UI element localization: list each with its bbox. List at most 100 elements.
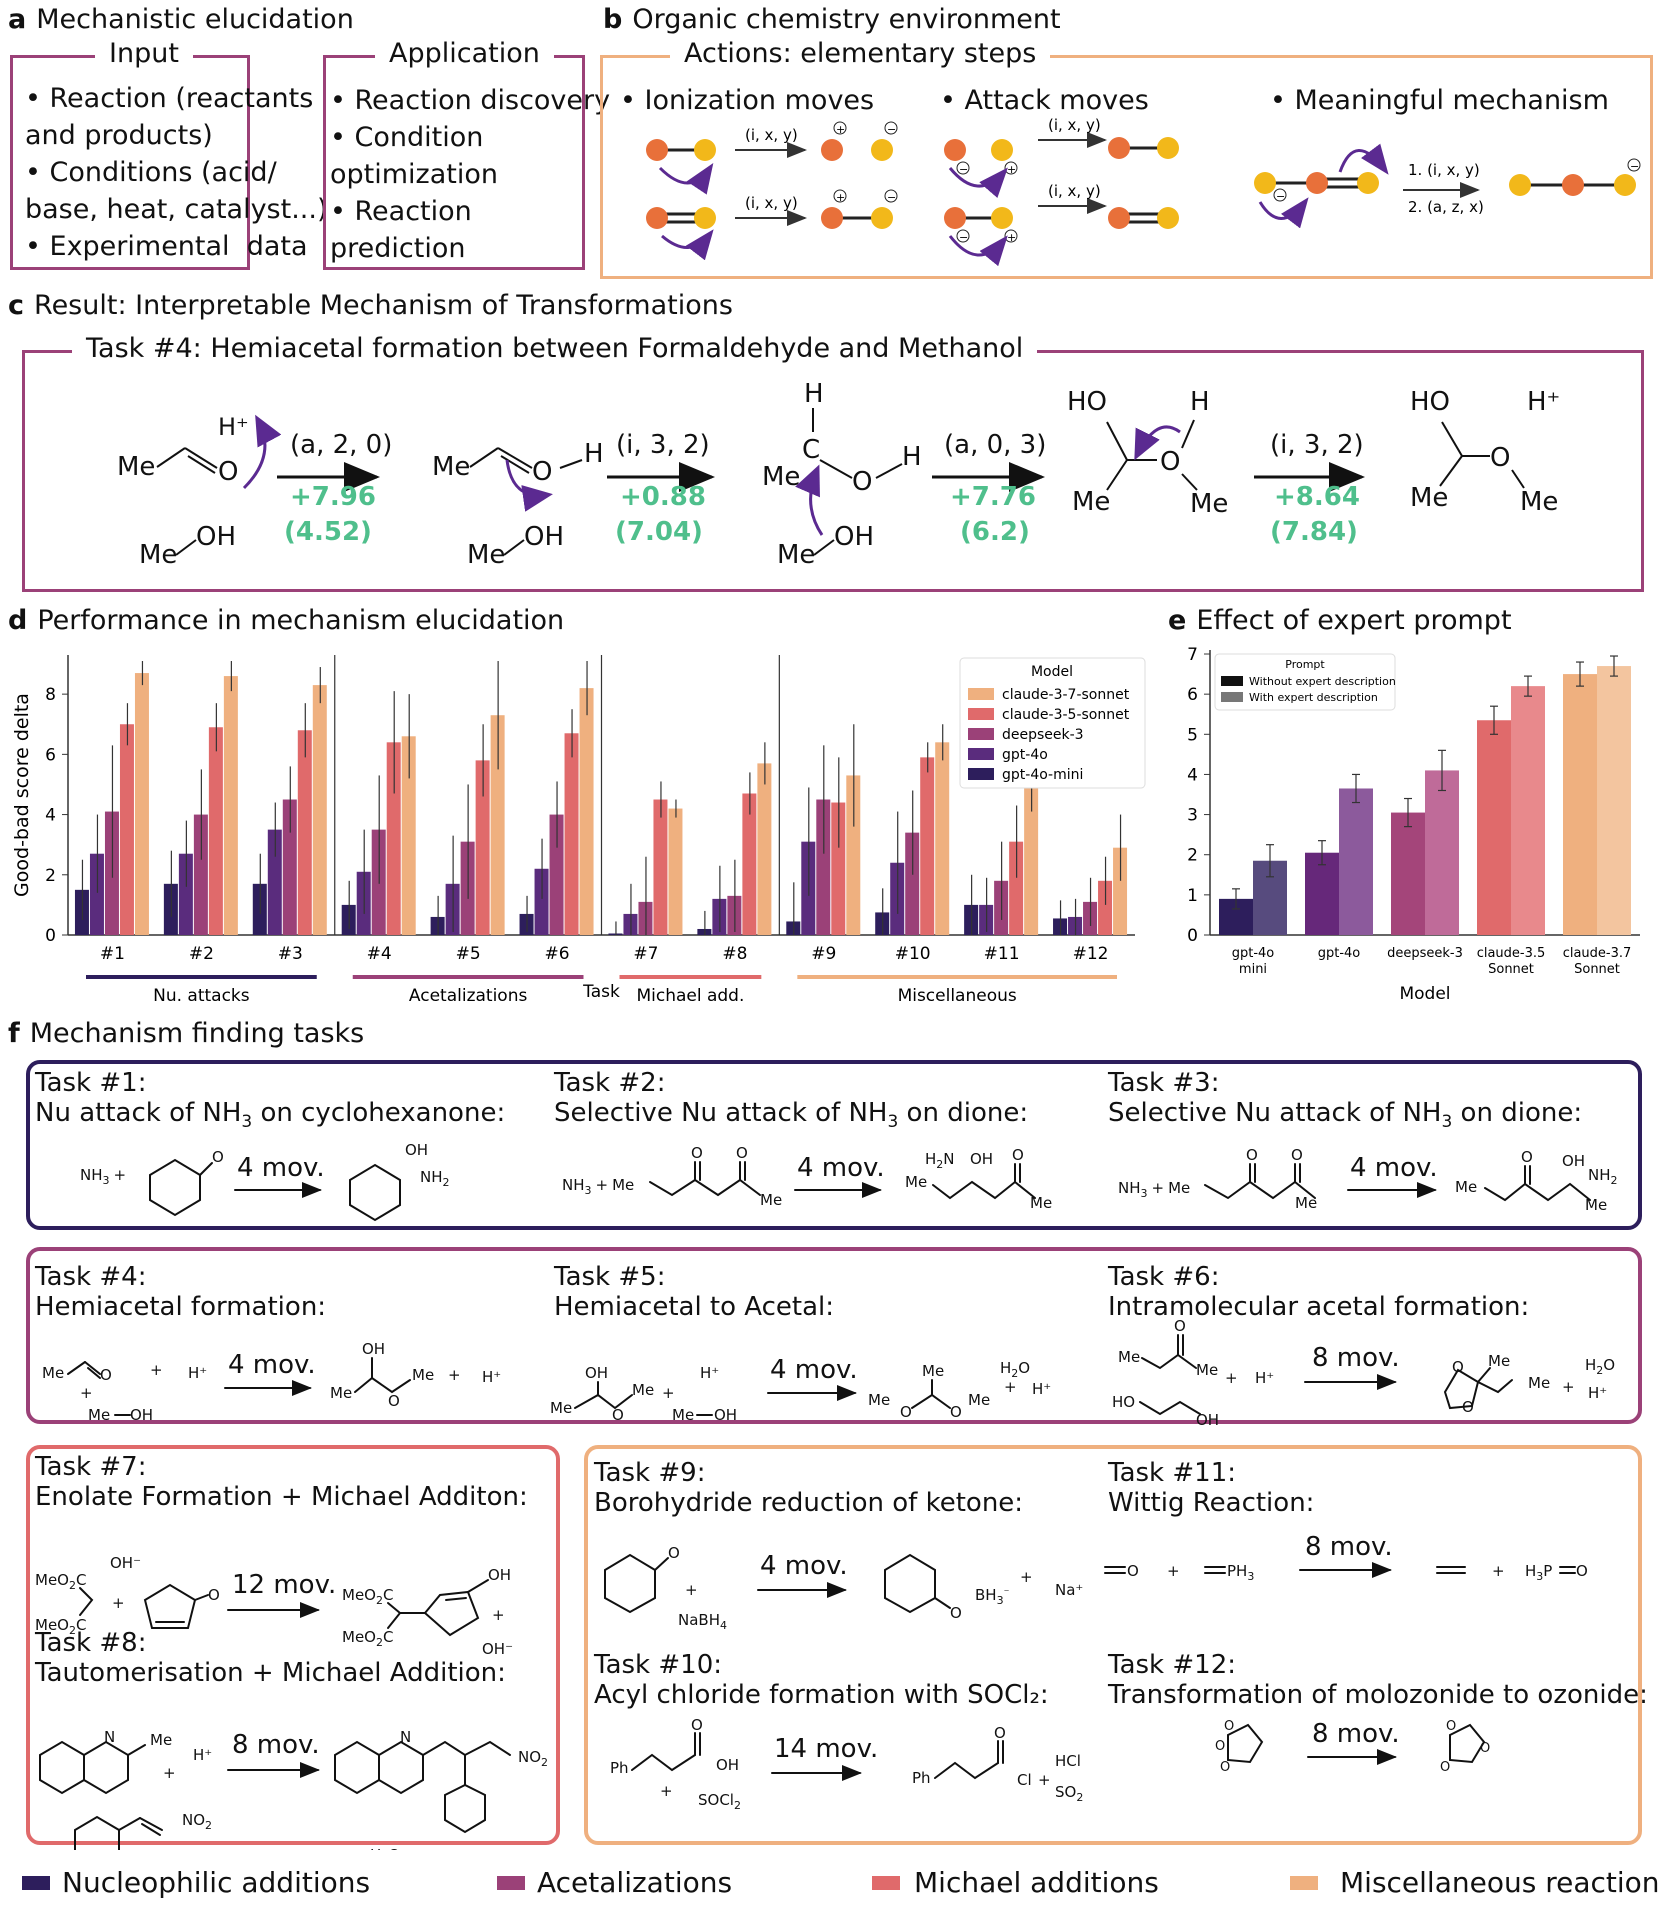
panel-label: d	[8, 605, 28, 636]
chem-label: C	[383, 1628, 393, 1646]
chem-sub: 2	[69, 1579, 76, 1592]
task-name-text: Selective Nu attack of NH	[1108, 1098, 1442, 1128]
atom-label: O	[1490, 443, 1510, 473]
move-count: 8 mov.	[1312, 1343, 1400, 1373]
plus-charge: +	[836, 123, 845, 136]
score-paren: (7.84)	[1270, 517, 1358, 547]
chem-plus: +	[492, 1606, 505, 1624]
chem-label: C	[383, 1586, 393, 1604]
task-id: Task #12:	[1108, 1650, 1237, 1680]
input-line: base, heat, catalyst...)	[25, 194, 328, 225]
chem-label: NO	[182, 1811, 205, 1829]
move-count: 4 mov.	[760, 1551, 848, 1581]
curved-arrow-icon	[661, 229, 714, 261]
task-id: Task #10:	[594, 1650, 723, 1680]
app-line: optimization	[330, 159, 498, 190]
chem-plus: +	[1492, 1562, 1505, 1580]
move-label: (i, x, y)	[745, 194, 798, 212]
chem-label: H⁺	[1255, 1369, 1274, 1387]
task-id: Task #1:	[35, 1068, 147, 1098]
minus-charge: −	[887, 123, 896, 136]
chem-label: N	[943, 1150, 954, 1168]
chem-label: C	[76, 1616, 86, 1634]
task-5-title: Task #5:Hemiacetal to Acetal:	[554, 1262, 834, 1322]
bar	[386, 742, 401, 935]
x-tick-label: #3	[278, 944, 303, 964]
task-10-title: Task #10:Acyl chloride formation with SO…	[594, 1650, 1049, 1710]
chem-label: Me	[1168, 1179, 1190, 1197]
task-name: Wittig Reaction:	[1108, 1488, 1315, 1518]
chem-sub: 2	[1596, 1364, 1603, 1377]
chem-label: O	[388, 1846, 400, 1850]
minus-charge: −	[1630, 160, 1639, 173]
chem-label: Me	[150, 1731, 172, 1749]
chem-label: O	[900, 1403, 912, 1421]
chem-label: O	[1174, 1317, 1186, 1335]
chem-label: Me	[1528, 1374, 1550, 1392]
chem-label: Me	[550, 1399, 572, 1417]
y-axis-label: Good-bad score delta	[11, 693, 33, 897]
panel-title: Organic chemistry environment	[632, 4, 1061, 35]
task-name: Enolate Formation + Michael Additon:	[35, 1482, 528, 1512]
legend-swatch	[968, 688, 994, 700]
atom-label: Me	[467, 540, 505, 570]
minus-charge: −	[959, 231, 968, 244]
legend-label: Michael additions	[914, 1866, 1159, 1899]
chem-label: BH	[975, 1586, 997, 1604]
atom-label: O	[852, 467, 872, 497]
ionization-single: (i, x, y) + −	[646, 121, 898, 195]
y-tick-label: 0	[1187, 926, 1198, 946]
chem-label: Ph	[610, 1759, 629, 1777]
y-tick-label: 5	[1187, 725, 1198, 745]
bar	[1098, 880, 1113, 935]
task-name: Acyl chloride formation with SOCl₂:	[594, 1680, 1049, 1710]
svg-text:H2O: H2O	[370, 1846, 400, 1850]
task-name-sub: 3	[241, 1112, 253, 1133]
task-1-scheme: NH3+ O 4 mov. OH NH2	[80, 1141, 450, 1222]
svg-text:H3P: H3P	[1525, 1562, 1552, 1583]
svg-text:NH2: NH2	[1588, 1166, 1618, 1187]
chem-label: H⁺	[1588, 1384, 1607, 1402]
svg-text:PH3: PH3	[1227, 1562, 1254, 1583]
svg-text:SOCl2: SOCl2	[698, 1791, 741, 1812]
chem-label: Ph	[912, 1769, 931, 1787]
curved-arrow-icon	[948, 235, 1008, 267]
chem-label: O	[1246, 1146, 1258, 1164]
task-name: Hemiacetal formation:	[35, 1292, 327, 1322]
group-label: Acetalizations	[409, 986, 528, 1006]
y-tick-label: 8	[45, 685, 56, 705]
bar	[1339, 788, 1373, 935]
atom-label: Me	[432, 452, 470, 482]
atom-label: Me	[117, 452, 155, 482]
elementary-steps-svg: (i, x, y) + − (i, x, y) + − − + (i, x, y…	[646, 116, 1641, 267]
panel-label: b	[603, 4, 623, 35]
task-name-sub: 3	[887, 1112, 899, 1133]
move-count: 4 mov.	[797, 1153, 885, 1183]
chem-plus: +	[1562, 1378, 1575, 1396]
atom-label: H⁺	[1527, 387, 1560, 417]
chem-sub: 2	[205, 1819, 212, 1832]
x-tick-label: #7	[633, 944, 658, 964]
chem-plus: +	[1152, 1179, 1165, 1197]
panel-title: Mechanism finding tasks	[29, 1018, 365, 1049]
attack-label: • Attack moves	[940, 85, 1149, 116]
chem-sub: 2	[936, 1158, 943, 1171]
chem-label: OH	[585, 1364, 608, 1382]
task-name-text: Selective Nu attack of NH	[554, 1098, 888, 1128]
chem-label: OH	[970, 1150, 993, 1168]
chem-label: O	[208, 1586, 220, 1604]
chem-label: Me	[1488, 1352, 1510, 1370]
move-count: 12 mov.	[232, 1570, 336, 1600]
bar	[1391, 812, 1425, 935]
chem-label: HCl	[1055, 1752, 1081, 1770]
chem-label: O	[1224, 1719, 1234, 1734]
misc-tasks-box	[584, 1445, 1642, 1845]
curved-arrow-icon	[795, 464, 824, 536]
acetal-tasks-box	[26, 1247, 1642, 1424]
chem-label: Me	[1585, 1196, 1607, 1214]
chem-label: Me	[672, 1406, 694, 1424]
task-id: Task #9:	[594, 1458, 706, 1488]
chem-label: H⁺	[193, 1746, 212, 1764]
